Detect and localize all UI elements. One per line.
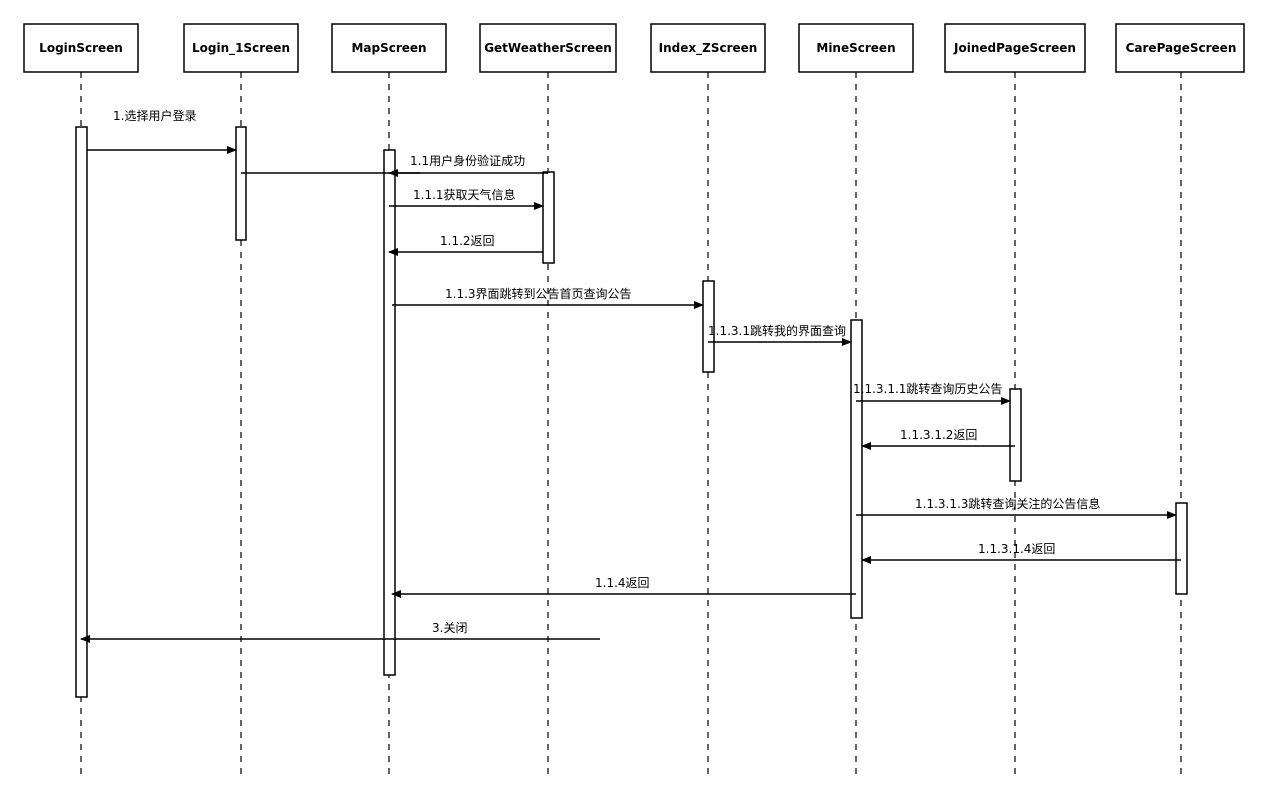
- lifeline-box-carepage: [1115, 23, 1245, 73]
- lifeline-title-map: MapScreen: [351, 41, 426, 55]
- activation-bar-mine: [850, 319, 863, 619]
- message-label-9: 1.1.3.1.3跳转查询关注的公告信息: [915, 496, 1100, 511]
- activation-bar-joinedpage: [1009, 388, 1022, 482]
- lifeline-title-mine: MineScreen: [816, 41, 895, 55]
- message-labels: 1.选择用户登录 1.1用户身份验证成功 1.1.1获取天气信息 1.1.2返回…: [113, 108, 1100, 635]
- message-label-8: 1.1.3.1.2返回: [900, 428, 977, 442]
- lifeline-title-login: LoginScreen: [39, 41, 123, 55]
- activation-bar-map: [383, 149, 396, 676]
- message-label-2: 1.1用户身份验证成功: [410, 153, 525, 168]
- activation-bar-carepage: [1175, 502, 1188, 595]
- message-label-4: 1.1.2返回: [440, 234, 495, 248]
- message-label-3: 1.1.1获取天气信息: [413, 187, 516, 202]
- lifeline-box-index-z: [650, 23, 766, 73]
- lifeline-box-joinedpage: [944, 23, 1086, 73]
- lifeline-box-getweather: [479, 23, 617, 73]
- lifeline-title-carepage: CarePageScreen: [1126, 41, 1237, 55]
- activation-bar-index-z: [702, 280, 715, 373]
- lifeline-heads: [23, 23, 1245, 73]
- activation-bars: [75, 126, 1188, 698]
- message-label-7: 1.1.3.1.1跳转查询历史公告: [853, 381, 1002, 396]
- message-label-10: 1.1.3.1.4返回: [978, 542, 1055, 556]
- lifeline-titles: LoginScreen Login_1Screen MapScreen GetW…: [39, 41, 1236, 56]
- message-label-1: 1.选择用户登录: [113, 108, 196, 123]
- message-arrows: [80, 146, 1181, 643]
- lifeline-title-index-z: Index_ZScreen: [659, 41, 758, 56]
- lifeline-title-joinedpage: JoinedPageScreen: [953, 41, 1076, 55]
- lifeline-title-login-1: Login_1Screen: [192, 41, 290, 56]
- activation-bar-getweather: [542, 171, 555, 264]
- message-label-12: 3.关闭: [432, 621, 467, 635]
- lifeline-title-getweather: GetWeatherScreen: [484, 41, 612, 55]
- lifeline-box-map: [331, 23, 447, 73]
- message-label-5: 1.1.3界面跳转到公告首页查询公告: [445, 286, 632, 301]
- message-label-11: 1.1.4返回: [595, 576, 650, 590]
- activation-bar-login-1: [235, 126, 247, 241]
- lifeline-box-login: [23, 23, 139, 73]
- activation-bar-login: [75, 126, 88, 698]
- lifeline-box-login-1: [183, 23, 299, 73]
- lifeline-box-mine: [798, 23, 914, 73]
- message-label-6: 1.1.3.1跳转我的界面查询: [708, 323, 846, 338]
